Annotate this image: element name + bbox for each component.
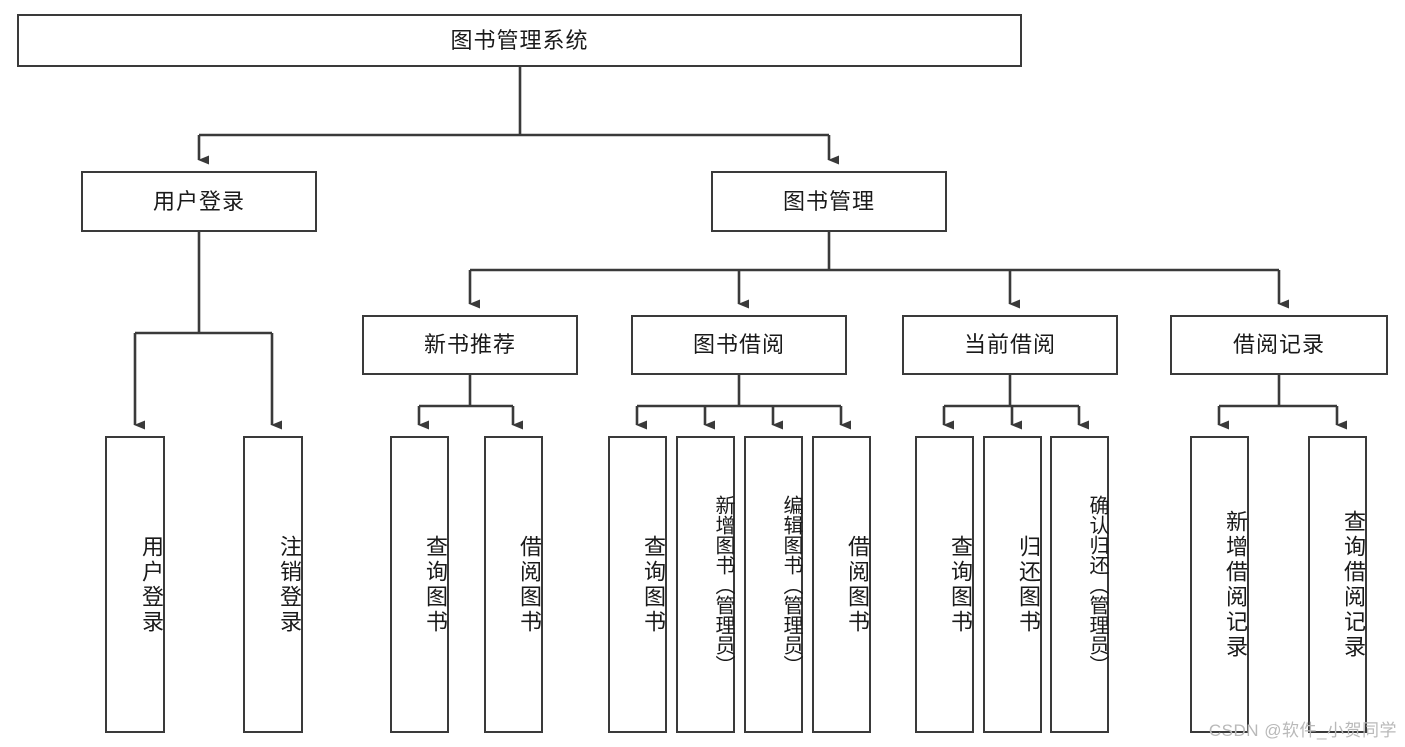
level3-node[interactable]: 新书推荐 — [362, 315, 578, 375]
node-label: 当前借阅 — [963, 332, 1056, 358]
node-label: 图书借阅 — [692, 332, 785, 358]
node-label: 注销登录 — [277, 534, 302, 635]
node-label: 用户登录 — [139, 534, 164, 635]
leaf-node[interactable]: 查询图书 — [390, 436, 449, 733]
level3-node[interactable]: 借阅记录 — [1170, 315, 1388, 375]
node-label: 新书推荐 — [423, 332, 516, 358]
node-label: 图书管理 — [782, 188, 875, 214]
level2-node[interactable]: 图书管理 — [711, 171, 947, 232]
leaf-node[interactable]: 借阅图书 — [812, 436, 871, 733]
level3-node[interactable]: 图书借阅 — [631, 315, 847, 375]
leaf-node[interactable]: 查询图书 — [608, 436, 667, 733]
leaf-node[interactable]: 新增图书（管理员） — [676, 436, 735, 733]
leaf-node[interactable]: 归还图书 — [983, 436, 1042, 733]
node-label: 查询图书 — [423, 534, 448, 635]
level2-node[interactable]: 用户登录 — [81, 171, 317, 232]
node-label: 新增借阅记录 — [1223, 509, 1248, 660]
leaf-node[interactable]: 用户登录 — [105, 436, 165, 733]
node-label: 图书管理系统 — [450, 27, 589, 53]
node-label: 编辑图书（管理员） — [780, 494, 802, 675]
node-label: 借阅记录 — [1232, 332, 1325, 358]
node-label: 确认归还（管理员） — [1086, 494, 1108, 675]
root-node[interactable]: 图书管理系统 — [17, 14, 1022, 67]
leaf-node[interactable]: 查询图书 — [915, 436, 974, 733]
node-label: 归还图书 — [1016, 534, 1041, 635]
node-label: 用户登录 — [152, 188, 245, 214]
leaf-node[interactable]: 编辑图书（管理员） — [744, 436, 803, 733]
node-label: 借阅图书 — [845, 534, 870, 635]
node-label: 新增图书（管理员） — [712, 494, 734, 675]
node-label: 借阅图书 — [517, 534, 542, 635]
connectors — [133, 67, 1347, 430]
leaf-node[interactable]: 注销登录 — [243, 436, 303, 733]
leaf-node[interactable]: 新增借阅记录 — [1190, 436, 1249, 733]
leaf-node[interactable]: 确认归还（管理员） — [1050, 436, 1109, 733]
level3-node[interactable]: 当前借阅 — [902, 315, 1118, 375]
leaf-node[interactable]: 查询借阅记录 — [1308, 436, 1367, 733]
leaf-node[interactable]: 借阅图书 — [484, 436, 543, 733]
node-label: 查询图书 — [948, 534, 973, 635]
node-label: 查询借阅记录 — [1341, 509, 1366, 660]
node-label: 查询图书 — [641, 534, 666, 635]
